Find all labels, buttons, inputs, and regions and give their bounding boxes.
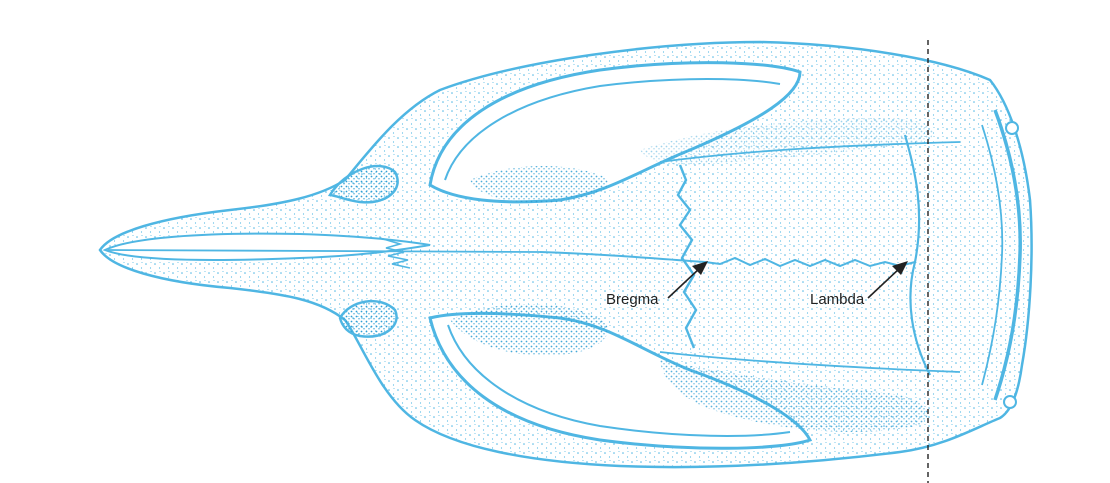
bregma-label: Bregma — [606, 291, 659, 308]
occipital-condyle-top — [1006, 122, 1018, 134]
occipital-condyle-bottom — [1004, 396, 1016, 408]
lambda-label: Lambda — [810, 291, 865, 308]
upper-incisor — [330, 166, 398, 202]
